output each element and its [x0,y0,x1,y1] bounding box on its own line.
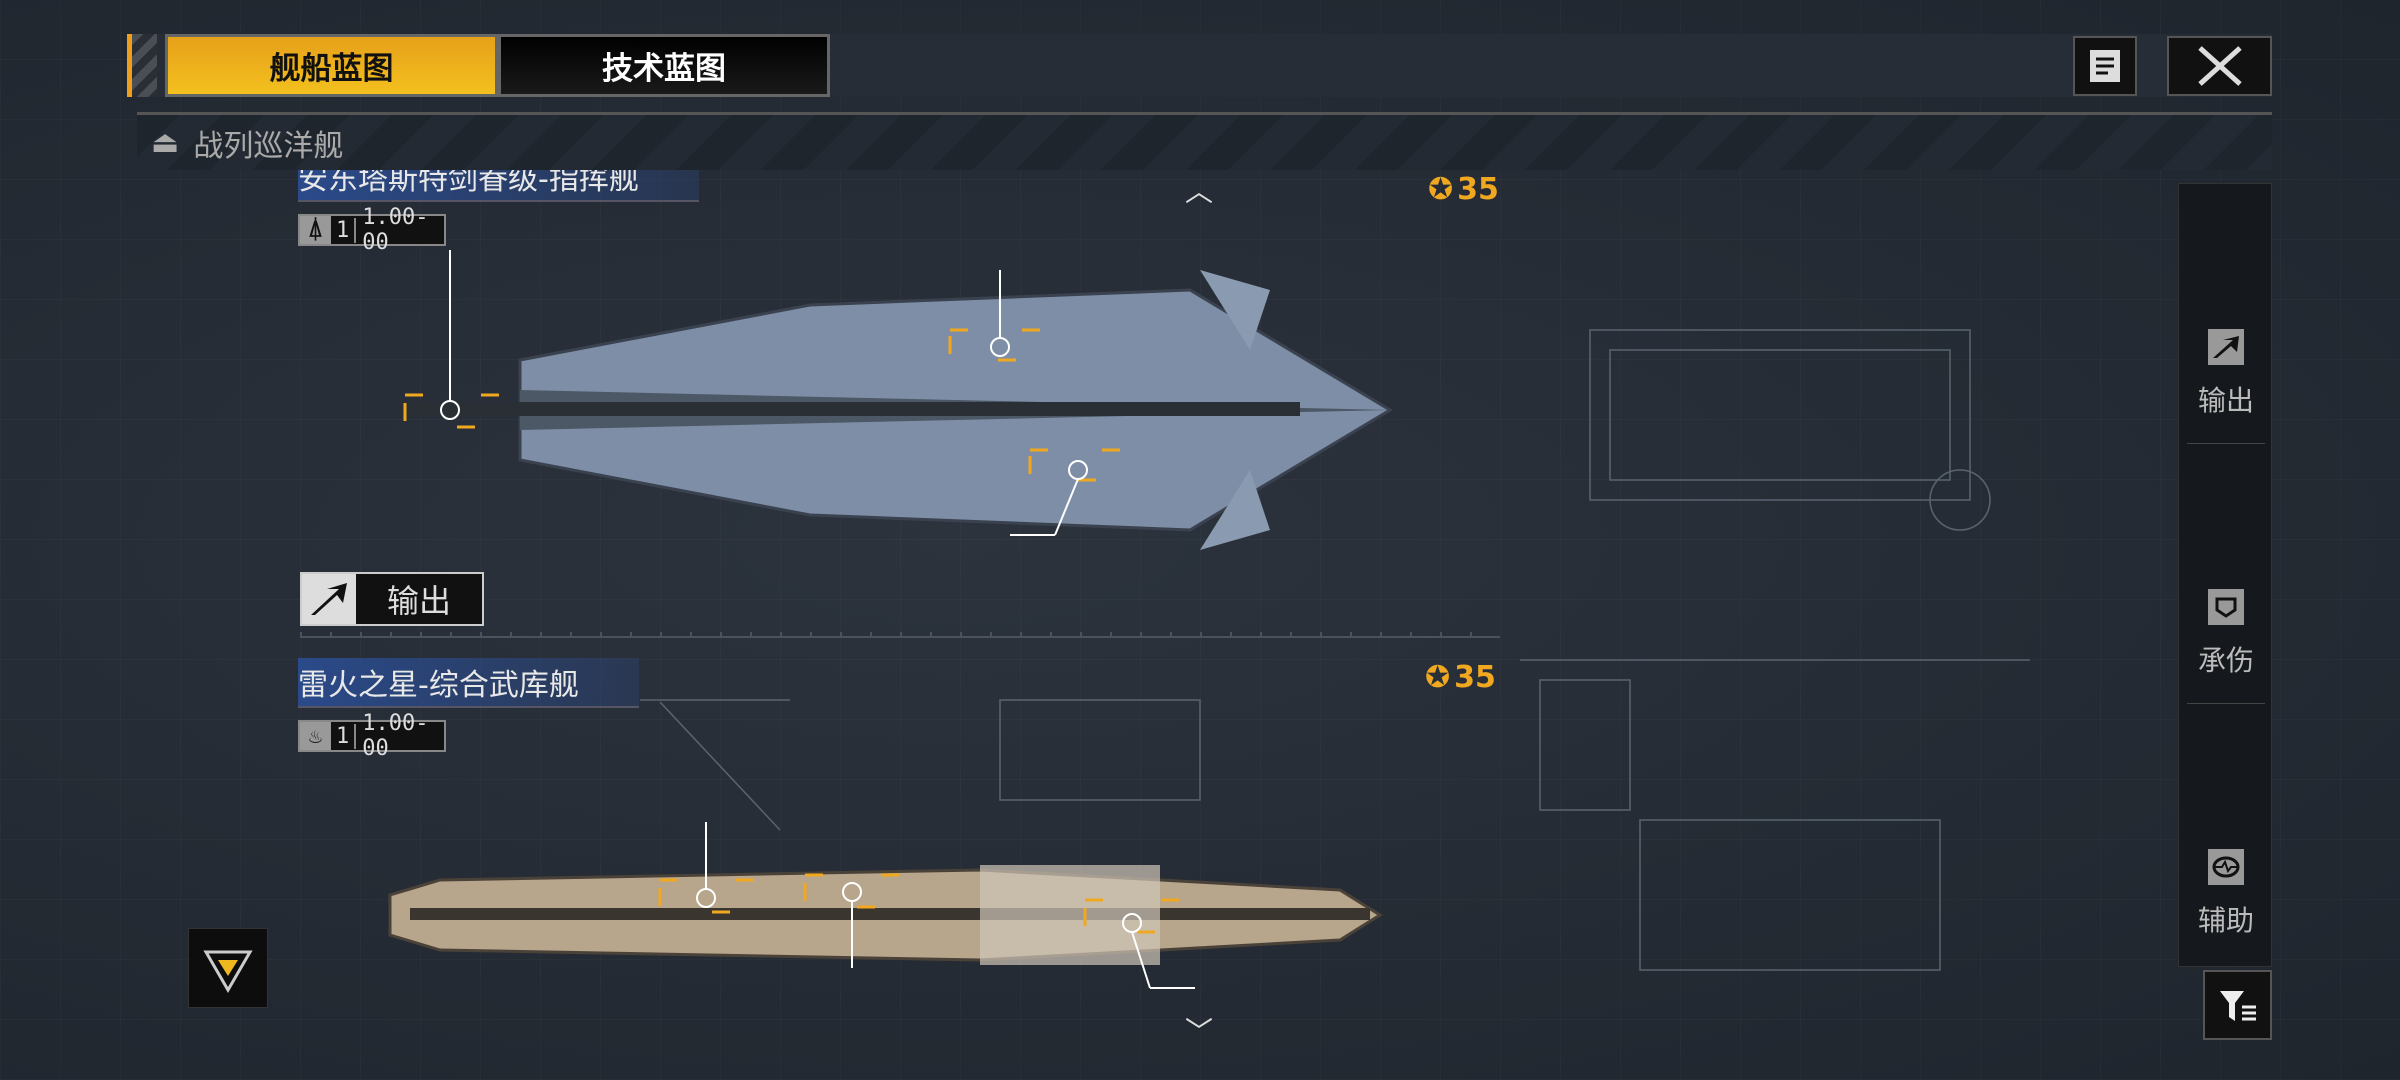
divider [2187,703,2265,704]
ship-stat-chip: ♨ 1 1.00-00 [298,711,446,761]
ship-level: 1 [331,723,357,749]
command-point-icon: ✪ [1428,172,1454,207]
triangle-emblem-icon [203,950,253,993]
close-button[interactable] [2167,36,2272,96]
tab-ship-blueprint[interactable]: 舰船蓝图 [165,34,498,97]
role-tag-output: 输出 [300,572,484,626]
filter-tank[interactable]: 承伤 [2179,504,2273,764]
fleet-toggle-button[interactable] [188,928,268,1008]
divider [2187,443,2265,444]
hazard-stripe [127,34,157,97]
close-icon [2197,46,2242,86]
cost-value: 35 [1457,172,1499,207]
ship-level: 1 [331,217,357,243]
cost-badge: ✪35 [1428,172,1499,207]
ship-value: 1.00-00 [362,205,429,255]
document-icon [2090,50,2120,82]
heartbeat-icon [2208,849,2244,885]
ship-battlecruiser-model[interactable] [390,250,1410,570]
filter-label: 辅助 [2197,904,2254,937]
ship-card-2: 雷火之星-综合武库舰 ♨ 1 1.00-00 [298,658,639,761]
document-button[interactable] [2073,36,2137,96]
shield-icon [2208,589,2244,625]
filter-output[interactable]: 输出 [2179,244,2273,504]
cost-badge: ✪35 [1425,660,1496,695]
ship-arsenal-model[interactable] [380,820,1410,1000]
rocket-icon: ⍋ [300,216,332,244]
scale-ruler [300,632,1500,638]
filter-label: 承伤 [2197,644,2254,677]
filter-sort-button[interactable] [2203,970,2272,1040]
ship-stat-chip: ⍋ 1 1.00-00 [298,205,446,255]
flame-icon: ♨ [300,722,332,750]
filter-label: 输出 [2197,384,2254,417]
command-point-icon: ✪ [1425,660,1451,695]
ship-value: 1.00-00 [362,711,429,761]
role-filter-panel: 输出 承伤 辅助 [2178,183,2272,967]
category-label: 战列巡洋舰 [193,128,344,164]
tab-tech-blueprint[interactable]: 技术蓝图 [498,34,830,97]
ship-name: 雷火之星-综合武库舰 [298,658,639,708]
cost-value: 35 [1454,660,1496,695]
battlecruiser-class-icon: ⏏ [151,125,180,160]
arrow-burst-icon [2208,329,2244,365]
arrow-burst-icon [302,574,356,624]
filter-support[interactable]: 辅助 [2179,764,2273,1024]
scroll-down-chevron-icon[interactable]: ﹀ [1185,1015,1214,1048]
filter-icon [2219,991,2256,1021]
category-header[interactable]: ⏏ 战列巡洋舰 [137,112,2272,170]
scroll-up-chevron-icon[interactable]: ︿ [1185,175,1214,208]
role-label: 输出 [386,582,451,620]
